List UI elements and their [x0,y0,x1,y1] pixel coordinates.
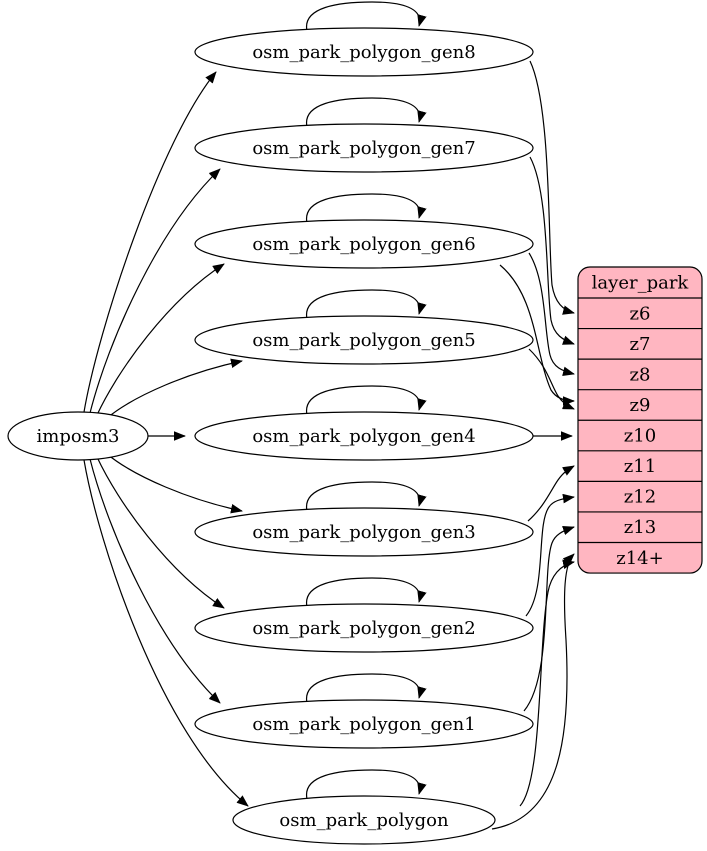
node-osm_park_polygon_gen7-label: osm_park_polygon_gen7 [252,138,475,159]
node-imposm3-label: imposm3 [37,426,120,447]
node-osm_park_polygon-label: osm_park_polygon [279,810,449,831]
edge-imposm3-to-osm_park_polygon_gen6 [96,263,225,416]
zoom-row-z10: z10 [624,426,656,447]
zoom-row-z12: z12 [624,487,656,508]
edge-imposm3-to-osm_park_polygon_gen2 [96,456,225,609]
self-loop-osm_park_polygon_gen5 [306,289,427,320]
edge-osm_park_polygon-to-z14+ [491,553,575,830]
edge-osm_park_polygon_gen6-to-z9 [499,264,575,406]
node-osm_park_polygon_gen4: osm_park_polygon_gen4 [194,411,534,461]
edge-imposm3-to-osm_park_polygon [83,459,249,807]
edge-osm_park_polygon_gen1-to-z13 [523,525,575,712]
edge-imposm3-to-osm_park_polygon_gen7 [89,168,221,414]
self-loop-osm_park_polygon_gen7 [306,97,427,128]
zoom-row-z6: z6 [630,303,651,324]
zoom-row-z7: z7 [630,334,651,355]
node-osm_park_polygon_gen8: osm_park_polygon_gen8 [194,27,534,77]
node-osm_park_polygon_gen5-label: osm_park_polygon_gen5 [252,330,475,351]
node-osm_park_polygon_gen4-shape [194,411,534,461]
edge-imposm3-to-osm_park_polygon_gen5 [106,358,243,419]
node-osm_park_polygon_gen6-label: osm_park_polygon_gen6 [252,234,475,255]
zoom-row-z8: z8 [630,364,651,385]
node-osm_park_polygon_gen8-shape [194,27,534,77]
node-osm_park_polygon_gen4-label: osm_park_polygon_gen4 [252,426,475,447]
edge-imposm3-to-osm_park_polygon_gen1 [89,458,221,704]
node-osm_park_polygon_gen1: osm_park_polygon_gen1 [194,699,534,749]
zoom-row-z14+: z14+ [616,548,663,569]
node-osm_park_polygon_gen7: osm_park_polygon_gen7 [194,123,534,173]
node-osm_park_polygon_gen3: osm_park_polygon_gen3 [194,507,534,557]
edge-imposm3-to-osm_park_polygon_gen3 [106,453,243,514]
zoom-row-z11: z11 [624,456,656,477]
edge-osm_park_polygon_gen2-to-z12 [525,493,575,617]
layer-park-table: layer_park z6 z7 z8 z9 z10 z11 z12 z13 z14+ [577,266,703,574]
node-imposm3: imposm3 [7,411,149,461]
node-osm_park_polygon_gen5-shape [194,315,534,365]
self-loop-osm_park_polygon_gen4 [306,385,427,416]
node-osm_park_polygon_gen6-shape [194,219,534,269]
edge-osm_park_polygon_gen3-to-z11 [527,465,575,522]
node-osm_park_polygon: osm_park_polygon [232,795,496,845]
node-osm_park_polygon_gen3-label: osm_park_polygon_gen3 [252,522,475,543]
self-loop-osm_park_polygon_gen8 [306,1,427,32]
node-osm_park_polygon_gen5: osm_park_polygon_gen5 [194,315,534,365]
node-osm_park_polygon_gen1-label: osm_park_polygon_gen1 [252,714,475,735]
node-imposm3-shape [7,411,149,461]
edge-osm_park_polygon_gen5-to-z9 [528,348,575,410]
node-osm_park_polygon_gen2-shape [194,603,534,653]
edge-osm_park_polygon_gen8-to-z6 [529,60,575,315]
node-osm_park_polygon_gen7-shape [194,123,534,173]
self-loop-osm_park_polygon_gen2 [306,577,427,608]
self-loop-osm_park_polygon_gen1 [306,673,427,704]
zoom-row-z9: z9 [630,395,651,416]
zoom-row-z13: z13 [624,517,656,538]
node-osm_park_polygon_gen2-label: osm_park_polygon_gen2 [252,618,475,639]
node-osm_park_polygon_gen8-label: osm_park_polygon_gen8 [252,42,475,63]
self-loop-osm_park_polygon_gen6 [306,193,427,224]
layer-park-table-title: layer_park [592,273,690,294]
edge-osm_park_polygon-to-z14+ [519,559,575,807]
node-osm_park_polygon_gen1-shape [194,699,534,749]
edge-osm_park_polygon_gen6-to-z8 [528,252,575,376]
node-osm_park_polygon_gen2: osm_park_polygon_gen2 [194,603,534,653]
node-osm_park_polygon_gen6: osm_park_polygon_gen6 [194,219,534,269]
node-osm_park_polygon-shape [232,795,496,845]
edge-imposm3-to-osm_park_polygon_gen8 [83,71,217,413]
edge-osm_park_polygon_gen7-to-z7 [529,156,575,345]
self-loop-osm_park_polygon_gen3 [306,481,427,512]
node-osm_park_polygon_gen3-shape [194,507,534,557]
self-loop-osm_park_polygon [306,769,427,800]
